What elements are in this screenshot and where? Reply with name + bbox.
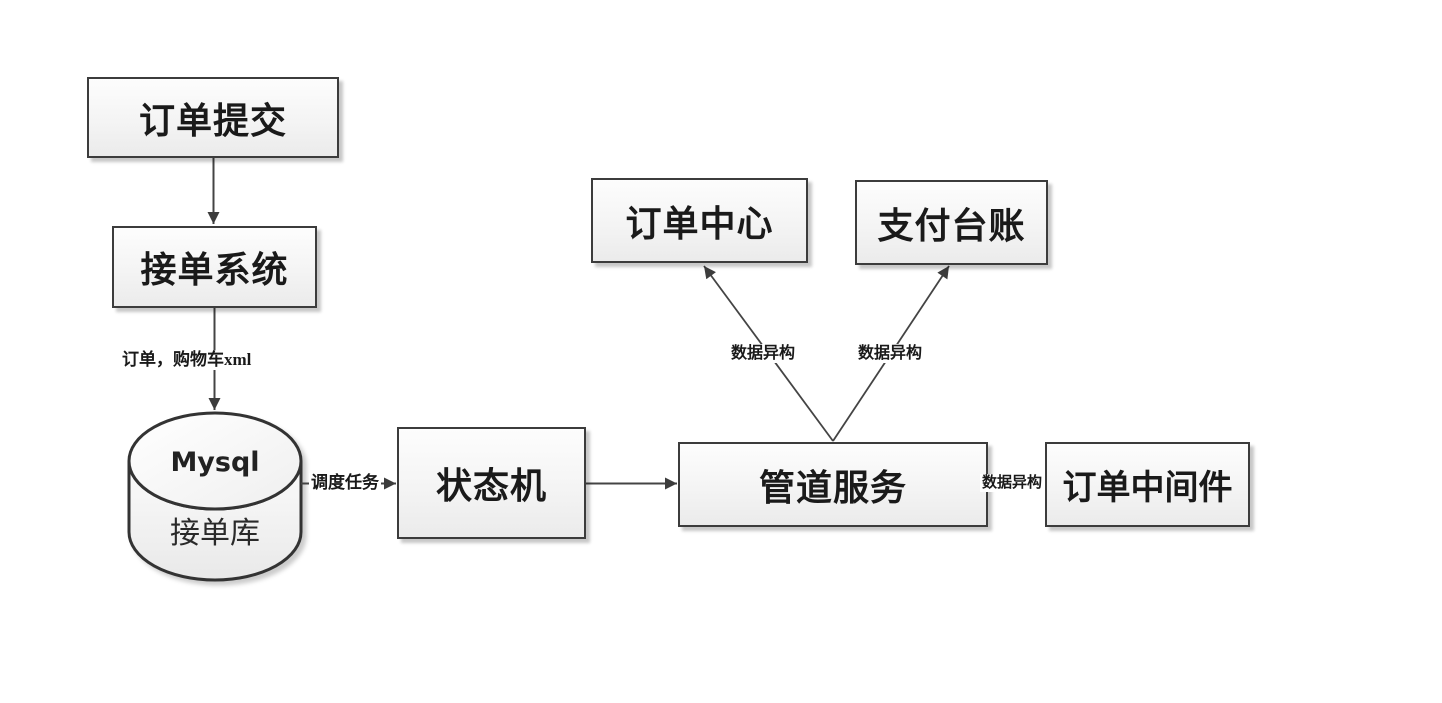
node-order-middleware-label: 订单中间件 [1062, 470, 1233, 507]
node-pipeline-service: 管道服务 [678, 442, 988, 527]
node-state-machine-label: 状态机 [435, 466, 547, 506]
node-order-center-label: 订单中心 [625, 203, 774, 244]
node-order-receive: 接单系统 [112, 226, 317, 308]
node-state-machine: 状态机 [397, 427, 586, 539]
node-payment-ledger: 支付台账 [855, 180, 1048, 265]
edge-label-schedule-task: 调度任务 [309, 473, 381, 494]
node-order-submit: 订单提交 [87, 77, 339, 158]
node-payment-ledger-label: 支付台账 [877, 205, 1026, 246]
node-pipeline-service-label: 管道服务 [758, 467, 907, 508]
database-engine-label: Mysql [170, 447, 260, 478]
edge-label-data-heterogeneity-middleware: 数据异构 [980, 474, 1045, 492]
node-order-center: 订单中心 [591, 178, 808, 263]
node-order-receive-label: 接单系统 [140, 250, 289, 290]
edge-label-order-cart-xml: 订单，购物车xml [120, 350, 254, 371]
node-order-middleware: 订单中间件 [1045, 442, 1250, 527]
edge-label-data-heterogeneity-left: 数据异构 [729, 344, 798, 364]
database-cylinder [127, 411, 303, 582]
database-name-label: 接单库 [170, 517, 260, 550]
node-order-submit-label: 订单提交 [138, 100, 287, 141]
edge-label-data-heterogeneity-right: 数据异构 [856, 344, 925, 364]
